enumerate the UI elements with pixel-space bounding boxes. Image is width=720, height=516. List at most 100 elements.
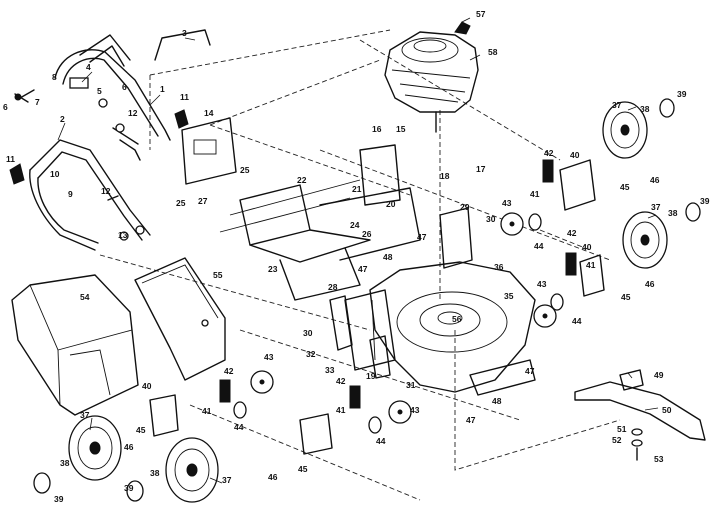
- part-callout-p22: 22: [297, 175, 307, 185]
- part-callout-p50: 50: [662, 405, 672, 415]
- part-callout-p55: 55: [213, 270, 223, 280]
- part-callout-p13: 13: [118, 230, 128, 240]
- part-callout-p51: 51: [617, 424, 627, 434]
- part-callout-p18: 18: [440, 171, 450, 181]
- part-callout-p47a: 47: [417, 232, 427, 242]
- part-callout-p54: 54: [80, 292, 90, 302]
- part-callout-p10: 10: [50, 169, 60, 179]
- part-callout-p6a: 6: [122, 82, 127, 92]
- part-callout-p40b: 40: [582, 242, 592, 252]
- part-callout-p40a: 40: [570, 150, 580, 160]
- part-callout-p25b: 25: [176, 198, 186, 208]
- part-callout-p25a: 25: [240, 165, 250, 175]
- wheel-top-right: [602, 101, 648, 159]
- part-callout-p14: 14: [204, 108, 214, 118]
- part-callout-p45d: 45: [298, 464, 308, 474]
- part-callout-p45c: 45: [136, 425, 146, 435]
- part-callout-p46d: 46: [268, 472, 278, 482]
- spacers: [233, 213, 564, 434]
- part-callout-p52: 52: [612, 435, 622, 445]
- bag-frame: [134, 257, 226, 381]
- part-callout-p28: 28: [328, 282, 338, 292]
- part-callout-p23: 23: [268, 264, 278, 274]
- part-callout-p56: 56: [452, 314, 462, 324]
- part-callout-p32: 32: [306, 349, 316, 359]
- part-callout-p6b: 6: [3, 102, 8, 112]
- part-callout-p42a: 42: [544, 148, 554, 158]
- part-callout-p20: 20: [386, 199, 396, 209]
- part-callout-p16: 16: [372, 124, 382, 134]
- part-callout-p29: 29: [460, 202, 470, 212]
- part-callout-p49: 49: [654, 370, 664, 380]
- part-callout-p9: 9: [68, 189, 73, 199]
- lower-handle: [29, 139, 151, 251]
- pivot-plates: [329, 295, 391, 379]
- part-callout-p12b: 12: [101, 186, 111, 196]
- part-callout-p48b: 48: [492, 396, 502, 406]
- star-gears: [250, 212, 557, 424]
- part-callout-p5: 5: [97, 86, 102, 96]
- part-callout-p37b: 37: [651, 202, 661, 212]
- part-callout-p35: 35: [504, 291, 514, 301]
- part-callout-p2: 2: [60, 114, 65, 124]
- blade-assembly: [574, 369, 706, 461]
- part-callout-p38a: 38: [640, 104, 650, 114]
- part-callout-p44a: 44: [534, 241, 544, 251]
- part-callout-p43b: 43: [537, 279, 547, 289]
- part-callout-p39a: 39: [677, 89, 687, 99]
- part-callout-p38b: 38: [668, 208, 678, 218]
- part-callout-p39c: 39: [54, 494, 64, 504]
- part-callout-p42c: 42: [224, 366, 234, 376]
- wheel-bottom-left: [68, 415, 122, 481]
- grass-bag: [11, 274, 139, 416]
- part-callout-p53: 53: [654, 454, 664, 464]
- part-callout-p1: 1: [160, 84, 165, 94]
- wheel-mid-right: [622, 211, 668, 269]
- part-callout-p31: 31: [406, 380, 416, 390]
- part-callout-p58: 58: [488, 47, 498, 57]
- part-callout-p21: 21: [352, 184, 362, 194]
- part-callout-p37d: 37: [222, 475, 232, 485]
- part-callout-p46a: 46: [650, 175, 660, 185]
- part-callout-p7: 7: [35, 97, 40, 107]
- assembly-guide-lines: [99, 29, 621, 501]
- part-callout-p4: 4: [86, 62, 91, 72]
- hubcaps: [33, 98, 701, 502]
- part-callout-p44c: 44: [234, 422, 244, 432]
- part-callout-p15: 15: [396, 124, 406, 134]
- part-callout-p37a: 37: [612, 100, 622, 110]
- part-callout-p41a: 41: [530, 189, 540, 199]
- part-callout-p41c: 41: [202, 406, 212, 416]
- part-callout-p11a: 11: [180, 92, 189, 102]
- wheel-bottom-center: [165, 437, 219, 503]
- part-callout-p19: 19: [366, 371, 376, 381]
- part-callout-p17: 17: [476, 164, 486, 174]
- part-callout-p43a: 43: [502, 198, 512, 208]
- engine: [384, 21, 479, 133]
- part-callout-p42b: 42: [567, 228, 577, 238]
- part-callout-p38c: 38: [60, 458, 70, 468]
- part-callout-p8: 8: [52, 72, 57, 82]
- part-callout-p30b: 30: [303, 328, 313, 338]
- part-callout-p42d: 42: [336, 376, 346, 386]
- handle-hardware: [9, 77, 189, 241]
- part-callout-p44d: 44: [376, 436, 386, 446]
- part-callout-p27: 27: [198, 196, 208, 206]
- part-callout-p33: 33: [325, 365, 335, 375]
- part-callout-p43c: 43: [264, 352, 274, 362]
- handle-bracket: [181, 117, 237, 185]
- part-callout-p46c: 46: [124, 442, 134, 452]
- part-callout-p36: 36: [494, 262, 504, 272]
- part-callout-p41d: 41: [336, 405, 346, 415]
- part-callout-p47b: 47: [358, 264, 368, 274]
- part-callout-p44b: 44: [572, 316, 582, 326]
- part-callout-p12a: 12: [128, 108, 138, 118]
- part-callout-p41b: 41: [586, 260, 596, 270]
- upper-handle: [54, 34, 171, 161]
- part-callout-p45b: 45: [621, 292, 631, 302]
- control-bar: [154, 29, 211, 61]
- part-callout-p37c: 37: [80, 410, 90, 420]
- part-callout-p47d: 47: [466, 415, 476, 425]
